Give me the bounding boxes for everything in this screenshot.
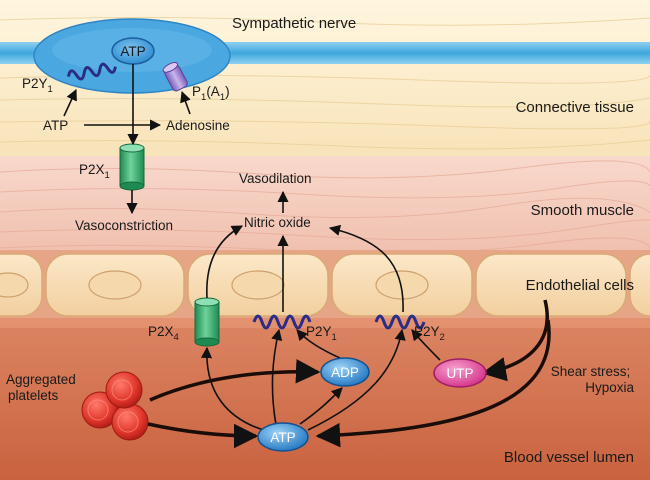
endothelial-cell — [475, 253, 627, 317]
aggregated-platelets-icon — [81, 371, 149, 441]
p1-a1-label: P1(A1) — [192, 84, 230, 103]
utp-molecule — [433, 358, 487, 388]
smooth-muscle-layer — [0, 156, 650, 256]
p2y2-receptor-icon — [374, 314, 426, 330]
atp-lumen-molecule — [257, 422, 309, 452]
shear-stress-line-2: Hypoxia — [585, 380, 634, 395]
endothelial-cells — [0, 253, 650, 317]
p2x4-label: P2X4 — [148, 324, 179, 343]
p2y2-label: P2Y2 — [414, 324, 445, 343]
adenosine-text: Adenosine — [166, 118, 230, 133]
aggregated-platelets-label: Aggregated platelets — [6, 372, 80, 403]
atp-vesicle-label: ATP — [120, 44, 145, 59]
utp-label: UTP — [447, 366, 474, 381]
atp-lumen-label: ATP — [270, 430, 295, 445]
endothelial-cell — [629, 253, 650, 317]
p2y1-nerve-label: P2Y1 — [22, 76, 53, 95]
adp-label: ADP — [331, 365, 359, 380]
shear-stress-line-1: Shear stress; — [551, 364, 631, 379]
aggregated-platelets-line-2: platelets — [8, 388, 59, 403]
shear-stress-label: Shear stress; Hypoxia — [551, 364, 635, 395]
p2y1-endothelial-receptor-icon — [252, 314, 312, 330]
p2y1-endothelial-label: P2Y1 — [306, 324, 337, 343]
nitric-oxide-text: Nitric oxide — [244, 215, 311, 230]
thick-arrows — [147, 299, 551, 449]
region-blood-vessel-lumen: Blood vessel lumen — [504, 449, 634, 466]
p2y1-nerve-receptor-icon — [67, 62, 117, 81]
adp-molecule — [320, 357, 370, 387]
vasodilation-text: Vasodilation — [239, 171, 312, 186]
region-smooth-muscle: Smooth muscle — [531, 202, 634, 219]
vasoconstriction-text: Vasoconstriction — [75, 218, 173, 233]
p2x1-channel-icon — [119, 143, 145, 191]
aggregated-platelets-line-1: Aggregated — [6, 372, 76, 387]
region-connective-tissue: Connective tissue — [516, 99, 634, 116]
p2x4-channel-icon — [194, 297, 220, 347]
region-endothelial-cells: Endothelial cells — [526, 277, 634, 294]
atp-text: ATP — [43, 118, 68, 133]
p1-receptor-icon — [162, 62, 188, 92]
p2x1-label: P2X1 — [79, 162, 110, 181]
region-sympathetic-nerve: Sympathetic nerve — [232, 15, 356, 32]
